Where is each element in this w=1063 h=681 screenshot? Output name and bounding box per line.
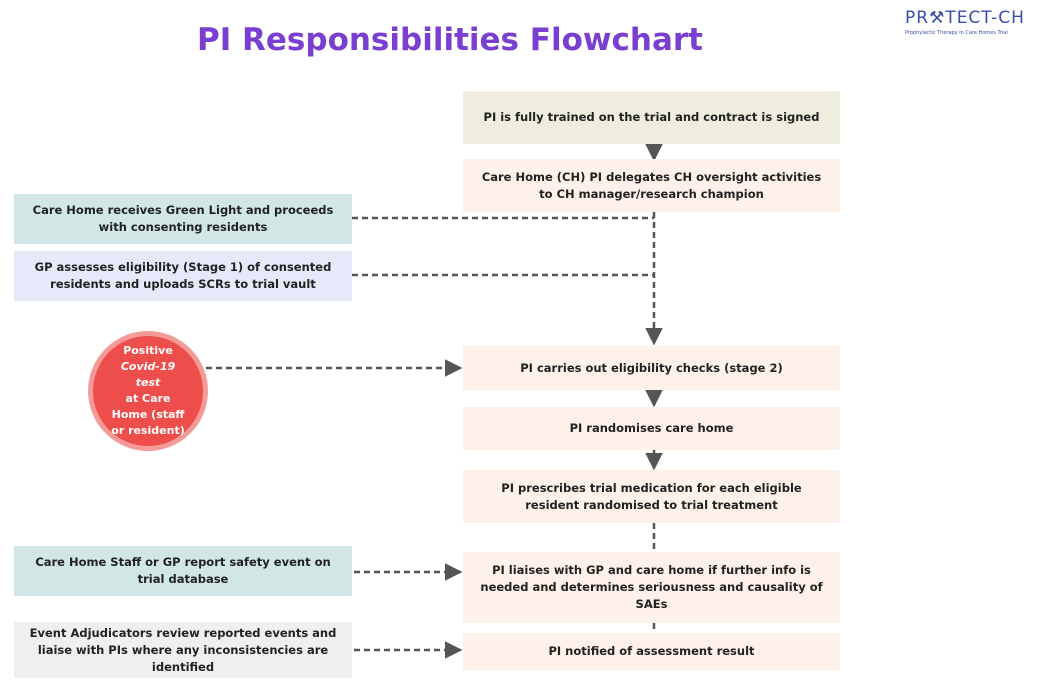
input-gp-assesses: GP assesses eligibility (Stage 1) of con… <box>14 251 352 301</box>
step-delegates: Care Home (CH) PI delegates CH oversight… <box>463 159 840 212</box>
step-eligibility-checks: PI carries out eligibility checks (stage… <box>463 346 840 390</box>
logo-name: PR⚒TECT-CH <box>905 8 1025 28</box>
logo-tagline: Prophylactic Therapy in Care Homes Trial <box>905 30 1008 36</box>
input-green-light: Care Home receives Green Light and proce… <box>14 194 352 244</box>
page-title: PI Responsibilities Flowchart <box>196 22 704 58</box>
trigger-positive-covid-test: Positive Covid-19 test at Care Home (sta… <box>93 336 203 446</box>
step-randomises: PI randomises care home <box>463 407 840 450</box>
trigger-line-3: at Care Home (staff or resident) <box>111 392 185 437</box>
step-trained: PI is fully trained on the trial and con… <box>463 91 840 144</box>
trigger-line-2: Covid-19 test <box>120 360 176 389</box>
protect-ch-logo: PR⚒TECT-CH Prophylactic Therapy in Care … <box>905 8 1063 36</box>
input-adjudicators: Event Adjudicators review reported event… <box>14 622 352 678</box>
step-liaises: PI liaises with GP and care home if furt… <box>463 552 840 623</box>
step-notified: PI notified of assessment result <box>463 633 840 670</box>
input-safety-event: Care Home Staff or GP report safety even… <box>14 546 352 596</box>
trigger-line-1: Positive <box>123 344 173 357</box>
step-prescribes: PI prescribes trial medication for each … <box>463 470 840 523</box>
